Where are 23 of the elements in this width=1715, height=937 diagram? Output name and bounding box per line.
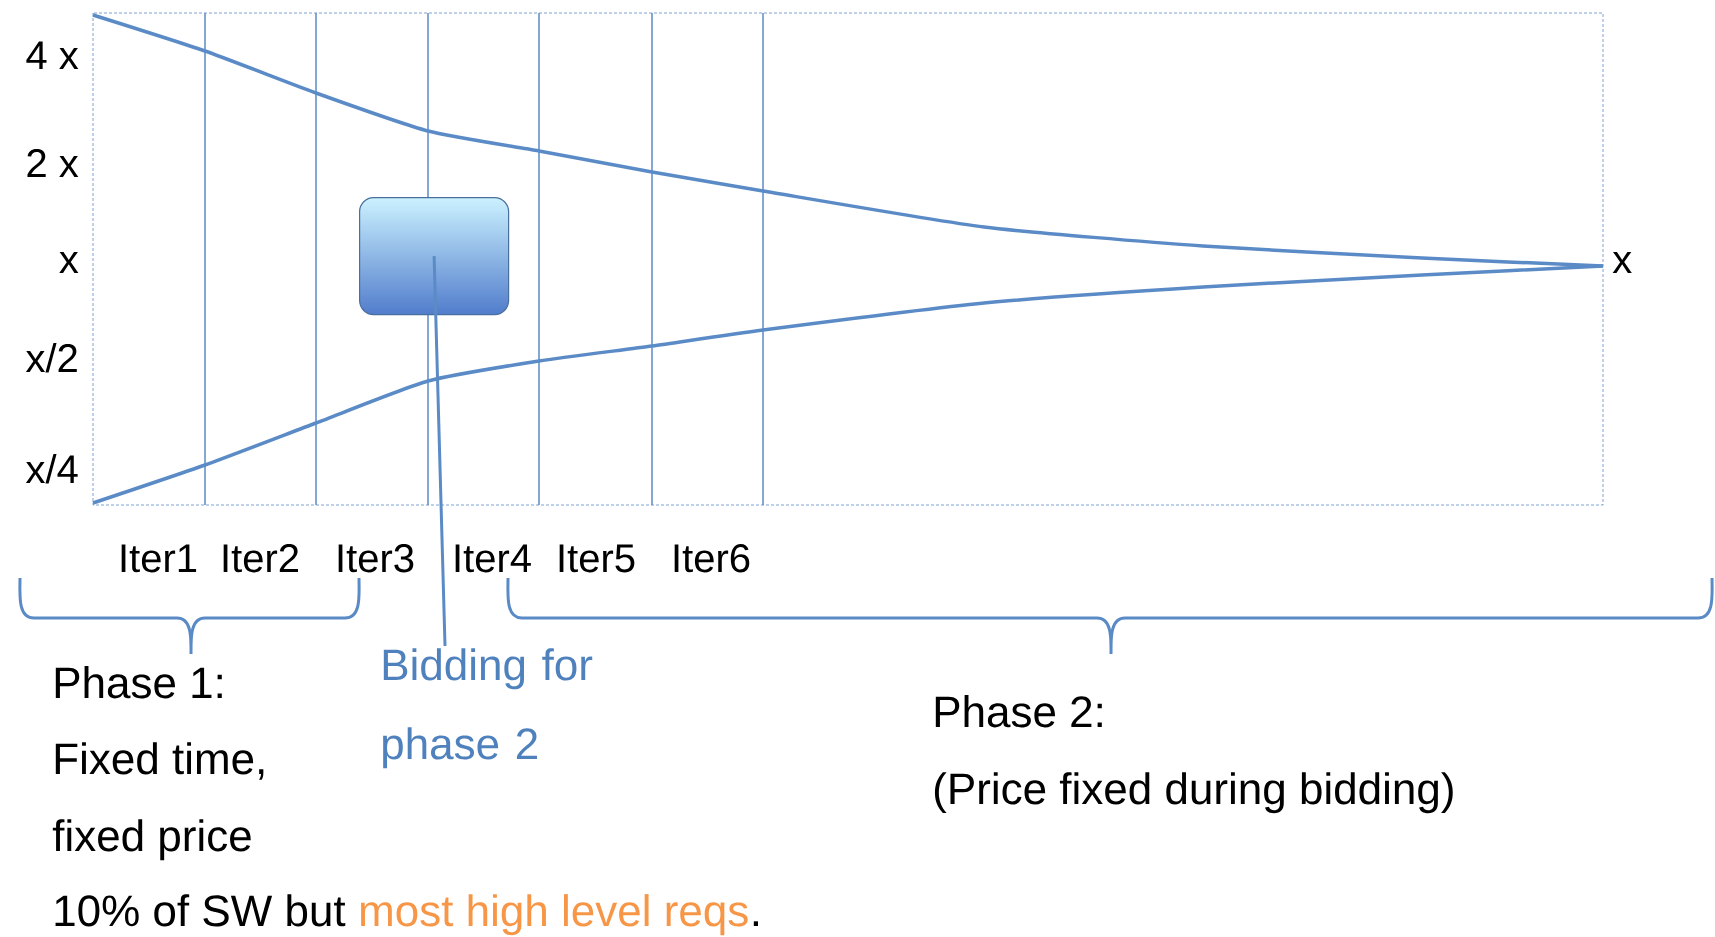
iteration-label: Iter1: [121, 544, 197, 573]
iteration-label: Iter5: [559, 544, 635, 573]
note-text: 10% of SW but: [55, 894, 346, 927]
phase-text: Phase 1:: [55, 666, 222, 699]
axis-label: x: [1612, 251, 1632, 273]
highlighted-text: most high level reqs: [361, 894, 748, 936]
note-text: .: [753, 921, 758, 926]
leader-line: [432, 256, 447, 647]
axis-label: 2 x: [27, 149, 79, 177]
phase-text: fixed price: [52, 819, 251, 861]
phase-text: Fixed time,: [55, 742, 264, 780]
iteration-label: Iter2: [223, 544, 298, 573]
phase-text: Phase 2:: [935, 695, 1102, 728]
iteration-label: Iter3: [338, 544, 414, 573]
axis-label: x: [59, 251, 79, 273]
callout-text: Bidding for phase 2: [383, 648, 593, 769]
iteration-label: Iter6: [674, 544, 750, 573]
iteration-label: Iter4: [455, 544, 531, 573]
axis-label: x/2: [25, 343, 77, 373]
phase-text: (Price fixed during bidding): [934, 772, 1453, 814]
rounded-box: [359, 197, 510, 316]
axis-label: 4 x: [26, 41, 79, 69]
axis-label: x/4: [25, 454, 78, 484]
